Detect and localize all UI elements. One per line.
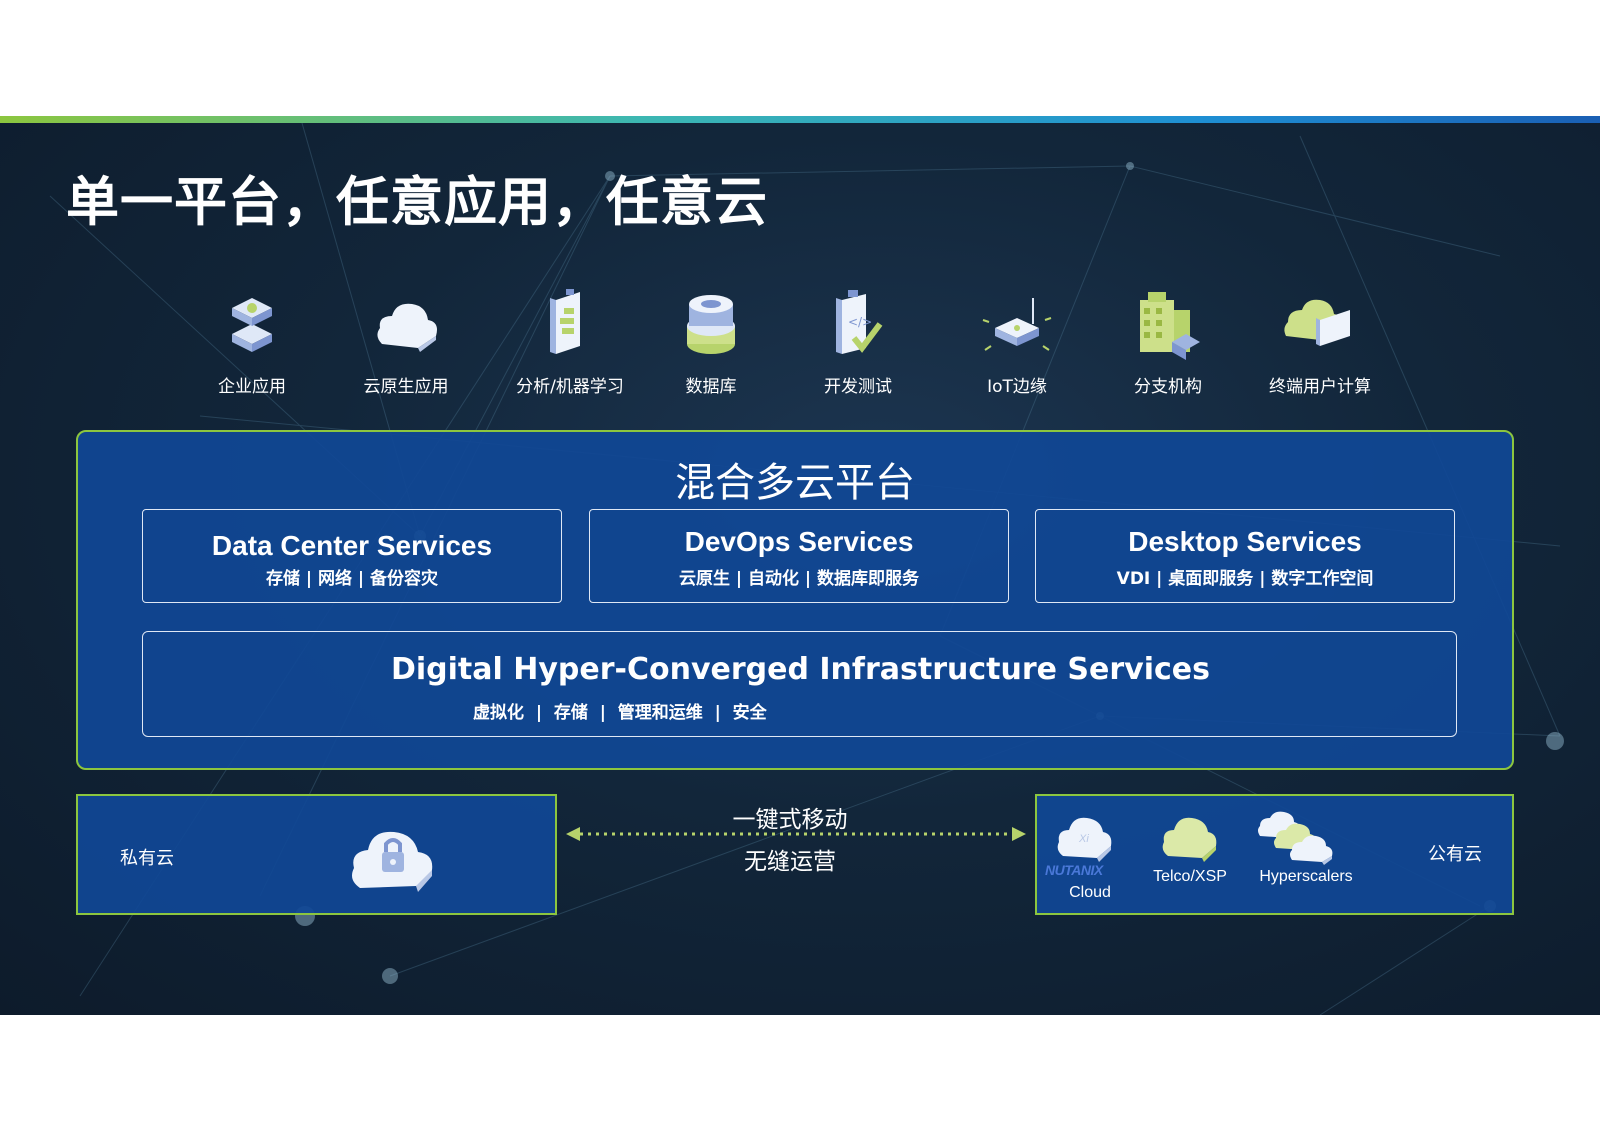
nutanix-logo: NUTANIX — [1045, 862, 1103, 878]
private-cloud-lock-icon — [352, 831, 433, 892]
desktop-services-box: Desktop Services VDI | 桌面即服务 | 数字工作空间 — [1035, 509, 1455, 603]
devops-services-box: DevOps Services 云原生 | 自动化 | 数据库即服务 — [589, 509, 1009, 603]
database-icon — [687, 295, 735, 354]
data-center-services-sub: 存储 | 网络 | 备份容灾 — [265, 569, 439, 589]
nutanix-cloud-label: Cloud — [1069, 884, 1111, 901]
app-label-iot-edge: IoT边缘 — [987, 377, 1047, 397]
slide-title: 单一平台，任意应用，任意云 — [66, 172, 768, 233]
hyperscalers-label: Hyperscalers — [1259, 868, 1353, 885]
top-gradient-bar — [0, 116, 1600, 123]
nutanix-cloud-icon: Xi — [1057, 817, 1112, 862]
app-label-cloud-native: 云原生应用 — [363, 377, 449, 397]
mobility-line2: 无缝运营 — [744, 849, 836, 875]
iot-edge-icon — [982, 298, 1052, 351]
app-label-dev-test: 开发测试 — [824, 377, 892, 397]
end-user-computing-icon — [1284, 299, 1350, 346]
public-cloud-label: 公有云 — [1428, 844, 1482, 865]
slide-background: 单一平台，任意应用，任意云 </> — [0, 116, 1600, 1015]
cloud-native-icon — [377, 303, 437, 352]
desktop-services-sub: VDI | 桌面即服务 | 数字工作空间 — [1116, 569, 1374, 589]
app-label-branch-office: 分支机构 — [1134, 377, 1202, 397]
app-label-euc: 终端用户计算 — [1269, 377, 1371, 397]
dhci-services-name: Digital Hyper-Converged Infrastructure S… — [390, 652, 1210, 687]
analytics-ml-icon — [550, 289, 580, 354]
hyperscaler-clouds-icon — [1258, 811, 1333, 865]
devops-services-sub: 云原生 | 自动化 | 数据库即服务 — [678, 569, 920, 589]
private-cloud-box: 私有云 — [76, 794, 557, 915]
data-center-services-box: Data Center Services 存储 | 网络 | 备份容灾 — [142, 509, 562, 603]
enterprise-app-icon — [232, 298, 272, 352]
devops-services-name: DevOps Services — [684, 526, 914, 557]
mobility-line1: 一键式移动 — [732, 807, 848, 833]
hybrid-multicloud-platform-panel: 混合多云平台 — [76, 430, 1514, 770]
dhci-services-box: Digital Hyper-Converged Infrastructure S… — [142, 631, 1457, 737]
svg-text:</>: </> — [848, 315, 872, 329]
dev-test-icon: </> — [836, 290, 883, 354]
app-label-database: 数据库 — [685, 377, 737, 397]
bidirectional-arrow-icon — [566, 827, 1026, 841]
svg-text:Xi: Xi — [1078, 833, 1089, 845]
branch-office-icon — [1140, 292, 1200, 360]
telco-cloud-icon — [1162, 817, 1217, 862]
dhci-services-sub: 虚拟化 | 存储 | 管理和运维 | 安全 — [473, 703, 767, 723]
app-label-enterprise: 企业应用 — [218, 377, 286, 397]
platform-title: 混合多云平台 — [675, 460, 915, 506]
private-cloud-label: 私有云 — [120, 848, 174, 869]
app-label-analytics-ml: 分析/机器学习 — [516, 377, 624, 397]
telco-xsp-label: Telco/XSP — [1153, 868, 1227, 885]
desktop-services-name: Desktop Services — [1128, 526, 1362, 557]
data-center-services-name: Data Center Services — [211, 530, 493, 561]
